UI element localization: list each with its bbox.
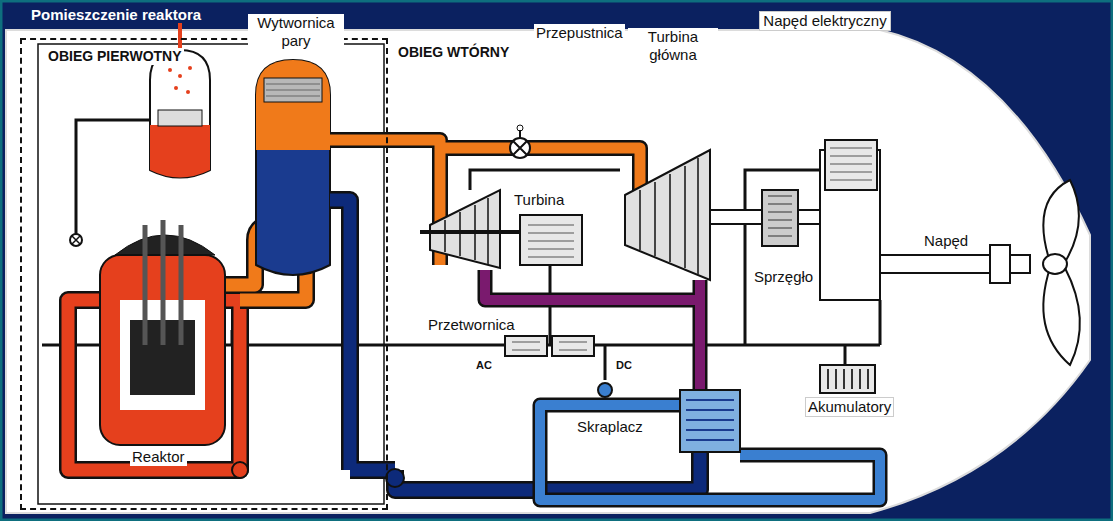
component-label: Napęd [922, 232, 970, 250]
component-label: Turbina główna [628, 28, 718, 64]
component-label: Akumulatory [806, 398, 893, 416]
reactor-room: Pomieszczenie reaktora [20, 38, 388, 510]
room-heading: Pomieszczenie reaktora [28, 6, 204, 23]
component-label: Napęd elektryczny [760, 12, 890, 30]
current-label: AC [474, 358, 494, 372]
component-label: Wytwornica pary [248, 14, 344, 50]
component-label: Przepustnica [534, 24, 625, 42]
component-label: Sprzęgło [752, 268, 815, 286]
current-label: DC [614, 358, 634, 372]
component-label: Skraplacz [575, 418, 645, 436]
component-label: Turbina [512, 191, 566, 209]
component-label: Przetwornica [426, 316, 517, 334]
circuit-heading: OBIEG PIERWOTNY [46, 48, 184, 65]
component-label: Reaktor [130, 448, 187, 466]
circuit-heading: OBIEG WTÓRNY [396, 44, 511, 61]
